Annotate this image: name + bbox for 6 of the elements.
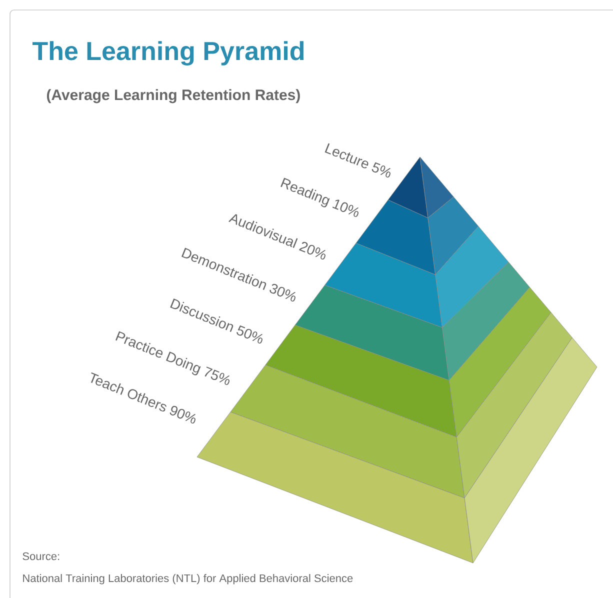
pyramid-layer xyxy=(324,226,509,328)
source-text: National Training Laboratories (NTL) for Applied Behavioral Science xyxy=(23,574,353,584)
source-label: Source: xyxy=(22,552,60,560)
pyramid-layer xyxy=(294,262,530,380)
title: The Learning Pyramid xyxy=(32,41,304,66)
subtitle: (Average Learning Retention Rates) xyxy=(46,89,300,104)
